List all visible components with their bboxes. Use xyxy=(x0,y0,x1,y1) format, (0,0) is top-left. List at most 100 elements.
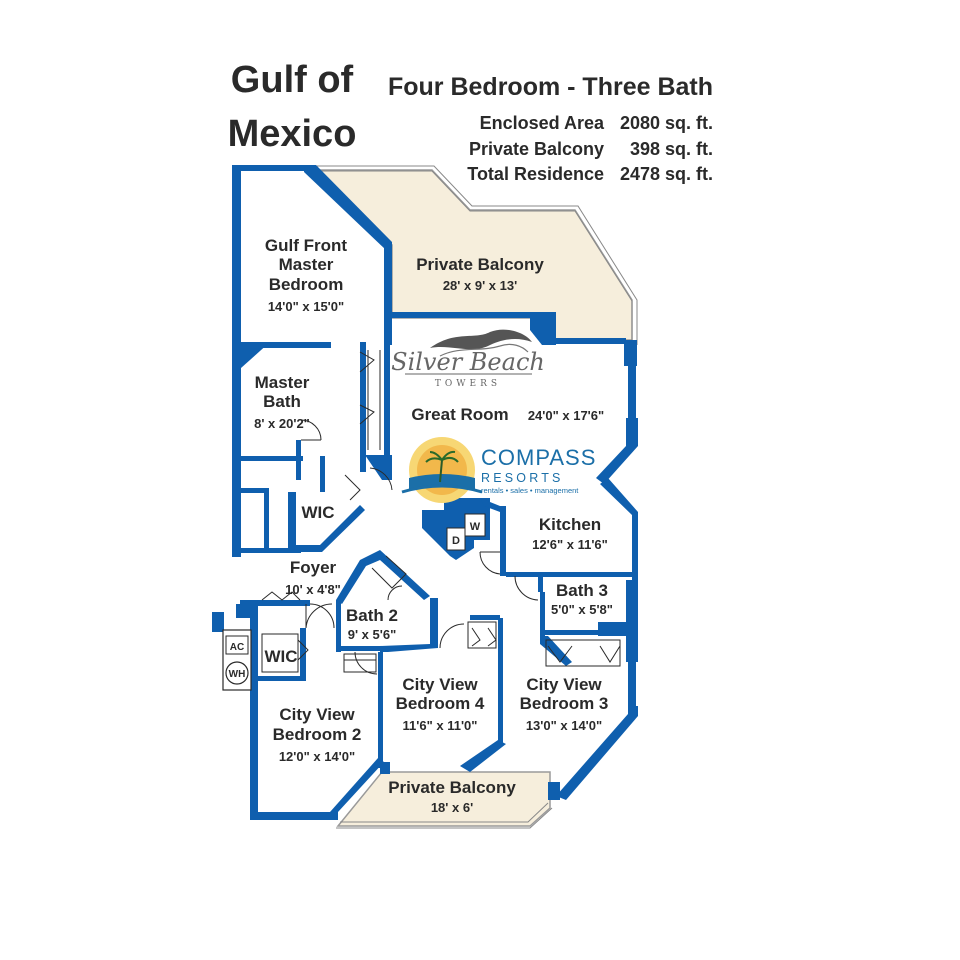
wall-east-upper xyxy=(628,366,636,418)
wall-kitchen-west xyxy=(500,506,506,576)
wall-kitchen-bottom xyxy=(506,572,638,577)
wic-bed2-name: WIC xyxy=(264,647,297,666)
wh-label: WH xyxy=(229,669,246,680)
wall-great-room-top-right xyxy=(556,338,626,344)
laundry-units: D W xyxy=(446,513,486,551)
interior-details xyxy=(261,350,621,675)
wall-kitchen-east xyxy=(600,478,638,580)
balcony-bottom-name: Private Balcony xyxy=(388,778,516,797)
dryer-label: D xyxy=(452,535,460,547)
area-value-total: 2478 sq. ft. xyxy=(620,164,713,184)
wall-bath3-left xyxy=(540,592,545,636)
wall-master-diagonal xyxy=(304,165,392,250)
area-value-balcony: 398 sq. ft. xyxy=(630,139,713,159)
kitchen-name: Kitchen xyxy=(539,515,601,534)
wall-bath2-bottom xyxy=(336,646,380,651)
area-value-enclosed: 2080 sq. ft. xyxy=(620,113,713,133)
compass-wordmark: COMPASS xyxy=(481,445,596,470)
bedroom4-name-2: Bedroom 4 xyxy=(396,694,485,713)
master-bath-dims: 8' x 20'2" xyxy=(254,416,310,431)
master-bedroom-name-3: Bedroom xyxy=(269,275,344,294)
wall-bath-bottom xyxy=(241,548,301,553)
walls xyxy=(212,165,638,820)
wall-bedroom3-angle xyxy=(556,706,638,800)
wall-bath2-top xyxy=(336,550,430,604)
wall-east-mid xyxy=(626,580,638,662)
wall-north xyxy=(232,165,314,171)
wall-wic2-bottom xyxy=(258,676,306,681)
wall-foyer-bottom xyxy=(240,600,310,606)
wall-bath3-block xyxy=(598,622,628,636)
ac-label: AC xyxy=(230,642,244,653)
wall-south-bed2 xyxy=(250,812,338,820)
resorts-wordmark: RESORTS xyxy=(481,471,564,485)
bedroom3-name-2: Bedroom 3 xyxy=(520,694,609,713)
wall-column-top xyxy=(530,312,556,345)
great-room-name: Great Room xyxy=(411,405,508,424)
bedroom3-name-1: City View xyxy=(526,675,602,694)
master-bath-name-1: Master xyxy=(255,373,310,392)
bath2-name: Bath 2 xyxy=(346,606,398,625)
unit-type-title: Four Bedroom - Three Bath xyxy=(388,73,713,101)
bath3-dims: 5'0" x 5'8" xyxy=(551,602,613,617)
balcony-top-dims: 28' x 9' x 13' xyxy=(443,278,517,293)
wall-bedroom3-east xyxy=(628,662,636,712)
wall-west-upper xyxy=(232,165,241,557)
balcony-railings xyxy=(316,165,638,829)
wall-wic-master xyxy=(288,492,365,552)
wall-bed4-angle xyxy=(460,740,506,772)
wall-bath2-west xyxy=(336,600,341,652)
wall-wic-top xyxy=(320,456,325,492)
master-bedroom-name-2: Master xyxy=(279,255,334,274)
wall-wic2-east xyxy=(300,628,306,678)
compass-resorts-logo: COMPASS RESORTS rentals • sales • manage… xyxy=(401,437,596,503)
wall-bed4-top xyxy=(470,615,500,620)
foyer-dims: 10' x 4'8" xyxy=(285,582,341,597)
bedroom2-dims: 12'0" x 14'0" xyxy=(279,749,355,764)
balcony-bottom-dims: 18' x 6' xyxy=(431,800,473,815)
master-bath-name-2: Bath xyxy=(263,392,301,411)
wall-bath3-bottom xyxy=(540,630,600,635)
wall-master-east xyxy=(384,245,392,345)
wall-bedroom3-corner xyxy=(548,782,560,800)
washer-label: W xyxy=(470,521,481,533)
bedroom4-dims: 11'6" x 11'0" xyxy=(403,718,478,733)
wall-laundry-top xyxy=(480,498,500,512)
great-room-dims: 24'0" x 17'6" xyxy=(528,408,604,423)
bath2-dims: 9' x 5'6" xyxy=(348,627,397,642)
area-label-enclosed: Enclosed Area xyxy=(480,113,605,133)
location-line-1: Gulf of xyxy=(231,59,354,101)
wall-master-bath-top xyxy=(241,342,331,348)
bedroom2-name-2: Bedroom 2 xyxy=(273,725,362,744)
header: Gulf of Mexico Four Bedroom - Three Bath… xyxy=(228,59,713,184)
master-bedroom-name-1: Gulf Front xyxy=(265,236,347,255)
balcony-top-name: Private Balcony xyxy=(416,255,544,274)
silver-beach-towers: TOWERS xyxy=(435,379,501,389)
wic-master-name: WIC xyxy=(301,503,334,522)
compass-tagline: rentals • sales • management xyxy=(481,486,579,495)
mechanical: AC WH xyxy=(222,629,252,691)
wall-hall-right xyxy=(384,345,390,480)
wall-entry-stub xyxy=(212,612,224,632)
master-bedroom-dims: 14'0" x 15'0" xyxy=(268,299,344,314)
bedroom4-name-1: City View xyxy=(402,675,478,694)
silver-beach-wordmark: Silver Beach xyxy=(391,348,545,376)
bedroom2-name-1: City View xyxy=(279,705,355,724)
wall-bath-divider xyxy=(264,490,269,548)
wall-east-angle xyxy=(596,418,638,484)
water-heater-icon xyxy=(225,661,249,685)
ac-unit-box xyxy=(225,635,249,655)
foyer-name: Foyer xyxy=(290,558,337,577)
wall-bath-closet-2 xyxy=(241,488,269,493)
bath3-name: Bath 3 xyxy=(556,581,608,600)
wall-master-bath-corner xyxy=(241,342,270,368)
wall-great-room-top xyxy=(392,312,532,318)
silver-beach-logo: Silver Beach TOWERS xyxy=(391,329,545,389)
wall-bath2-east xyxy=(380,598,438,652)
wall-west-lower xyxy=(250,604,258,814)
wall-bed2-angle xyxy=(330,758,384,812)
wall-bed4-corner xyxy=(380,762,390,774)
area-label-total: Total Residence xyxy=(467,164,604,184)
palm-tree-icon xyxy=(425,450,459,463)
